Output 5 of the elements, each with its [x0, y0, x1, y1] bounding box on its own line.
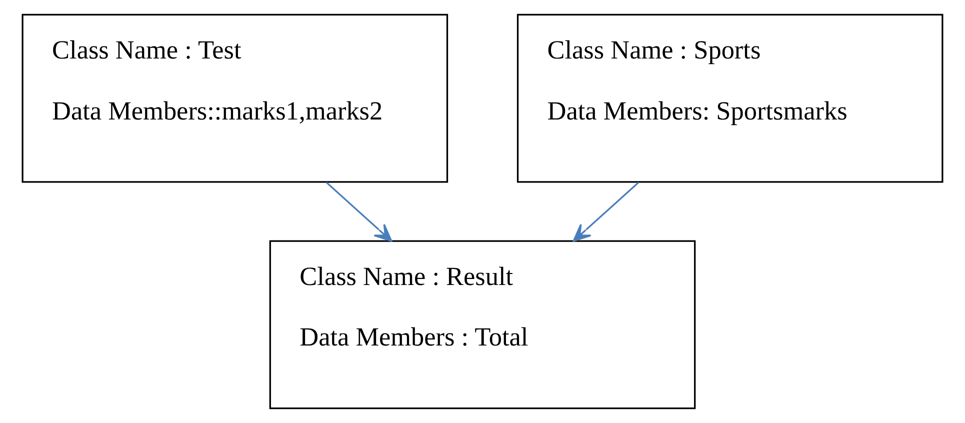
node-box: Class Name : Result Data Members : Total: [269, 240, 696, 410]
arrow: [572, 182, 640, 242]
node-box: Class Name : Test Data Members::marks1,marks2: [22, 14, 448, 183]
node-box: Class Name : Sports Data Members: Sportsmarks: [516, 14, 944, 183]
arrow: [326, 182, 392, 242]
